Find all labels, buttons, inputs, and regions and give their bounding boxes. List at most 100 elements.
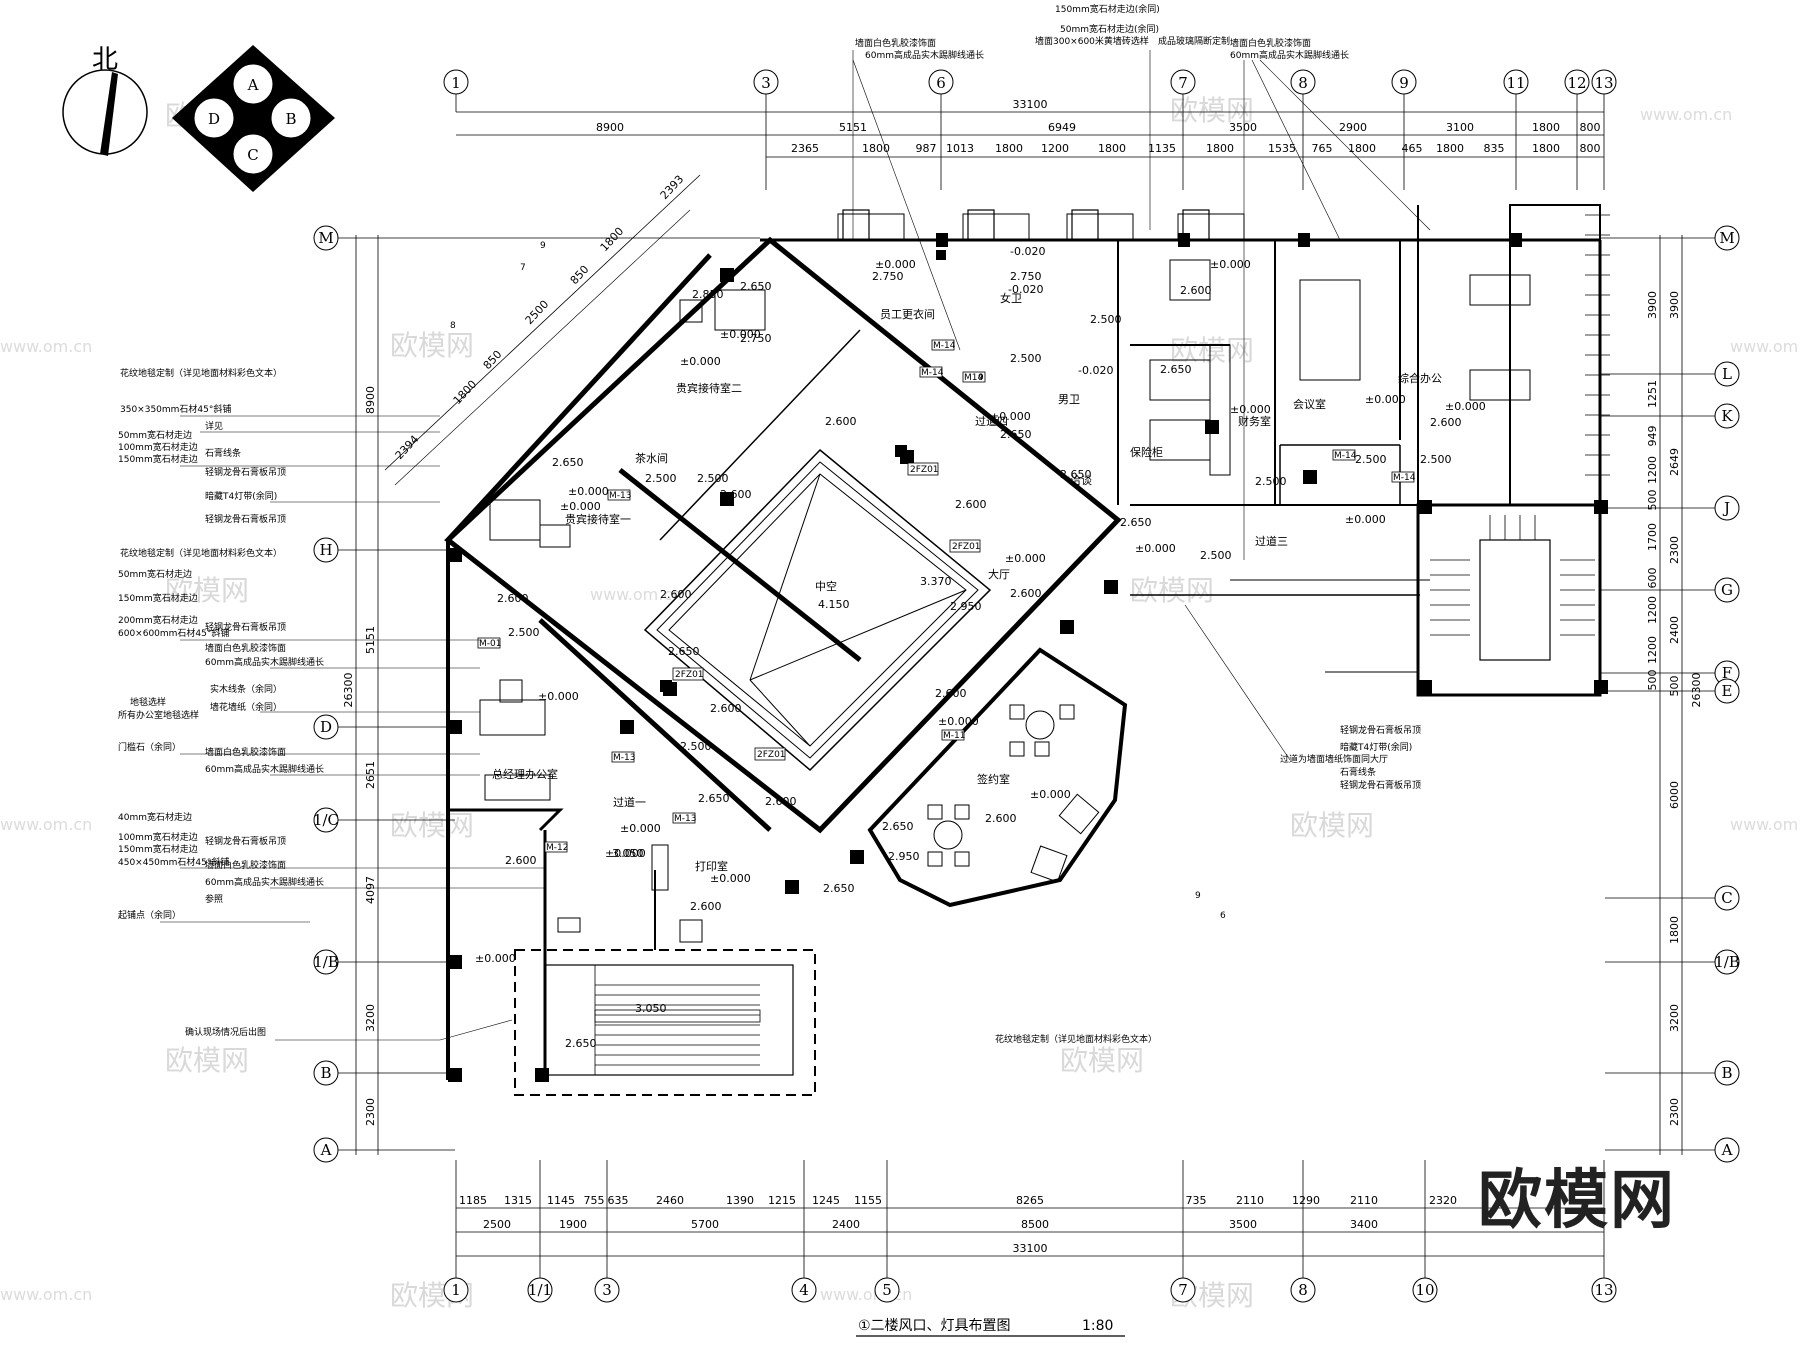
svg-text:M-14: M-14	[921, 368, 944, 378]
svg-text:3.370: 3.370	[920, 575, 952, 588]
svg-text:M-13: M-13	[613, 753, 635, 763]
room-label: 男卫	[1058, 393, 1080, 406]
svg-text:A: A	[247, 76, 259, 94]
svg-text:墙面白色乳胶漆饰面: 墙面白色乳胶漆饰面	[855, 37, 936, 49]
svg-text:1800: 1800	[1206, 142, 1234, 155]
svg-text:±0.000: ±0.000	[620, 822, 661, 835]
svg-text:635: 635	[608, 1194, 629, 1207]
watermark-url: www.om.cn	[1730, 337, 1800, 356]
svg-text:2.600: 2.600	[1010, 587, 1042, 600]
svg-text:2FZ01: 2FZ01	[757, 750, 786, 760]
svg-text:2FZ01: 2FZ01	[952, 542, 981, 552]
svg-text:1800: 1800	[995, 142, 1023, 155]
svg-text:J: J	[1722, 499, 1730, 517]
svg-text:M: M	[318, 229, 333, 247]
room-label: 过道三	[1255, 534, 1288, 548]
svg-text:2.650: 2.650	[1000, 428, 1032, 441]
svg-text:±0.000: ±0.000	[605, 847, 646, 860]
svg-text:门槛石（余同）: 门槛石（余同）	[118, 741, 181, 753]
svg-text:2.500: 2.500	[645, 472, 677, 485]
svg-text:835: 835	[1484, 142, 1505, 155]
svg-text:2.850: 2.850	[692, 288, 724, 301]
svg-text:暗藏T4灯带(余同): 暗藏T4灯带(余同)	[205, 490, 277, 502]
svg-text:987: 987	[916, 142, 937, 155]
svg-text:2.500: 2.500	[1010, 352, 1042, 365]
fixture-tags: 2FZ01 2FZ01 2FZ01 2FZ01 M-14 M-14 M14 M-…	[477, 250, 1416, 853]
svg-text:成品玻璃隔断定制: 成品玻璃隔断定制	[1158, 35, 1230, 47]
svg-text:H: H	[319, 541, 332, 559]
svg-text:1800: 1800	[1532, 142, 1560, 155]
svg-text:8900: 8900	[364, 386, 377, 414]
svg-text:100mm宽石材走边: 100mm宽石材走边	[118, 441, 198, 453]
svg-text:1: 1	[451, 1281, 461, 1299]
svg-text:墙面白色乳胶漆饰面: 墙面白色乳胶漆饰面	[205, 642, 286, 654]
svg-text:2649: 2649	[1668, 448, 1681, 476]
room-label: 茶水间	[635, 452, 668, 465]
svg-text:3.050: 3.050	[612, 847, 644, 860]
svg-text:2400: 2400	[1668, 616, 1681, 644]
watermark: 欧模网	[165, 1044, 249, 1077]
svg-text:60mm高成品实木踢脚线通长: 60mm高成品实木踢脚线通长	[865, 49, 984, 61]
building-walls	[384, 174, 1610, 1096]
north-arrow: 北	[62, 45, 148, 156]
svg-text:2.650: 2.650	[668, 645, 700, 658]
svg-text:M-14: M-14	[1393, 473, 1416, 483]
svg-text:C: C	[247, 146, 258, 164]
svg-text:G: G	[1721, 581, 1733, 599]
svg-text:2.650: 2.650	[823, 882, 855, 895]
watermark-url: www.om.cn	[590, 585, 682, 604]
svg-text:1135: 1135	[1148, 142, 1176, 155]
svg-text:B: B	[320, 1064, 331, 1082]
svg-text:L: L	[1722, 365, 1732, 383]
svg-text:60mm高成品实木踢脚线通长: 60mm高成品实木踢脚线通长	[205, 763, 324, 775]
watermark-url: www.om.cn	[1730, 815, 1800, 834]
watermark: 欧模网	[165, 574, 249, 607]
watermark: 欧模网	[1170, 94, 1254, 127]
svg-text:2320: 2320	[1429, 1194, 1457, 1207]
watermark-url: www.om.cn	[1640, 105, 1732, 124]
svg-text:M-14: M-14	[933, 341, 956, 351]
svg-text:M: M	[1719, 229, 1734, 247]
svg-text:7: 7	[1178, 74, 1188, 92]
room-label: 总经理办公室	[492, 767, 558, 781]
svg-text:5: 5	[882, 1281, 892, 1299]
watermark-layer: 欧模网 欧模网 欧模网 欧模网 欧模网 欧模网 欧模网 欧模网 欧模网 欧模网 …	[0, 94, 1800, 1312]
room-label: 大厅	[988, 567, 1010, 581]
notes-left: 花纹地毯定制（详见地面材料彩色文本） 350×350mm石材45°斜铺 详见 5…	[118, 367, 545, 923]
svg-text:B: B	[285, 110, 296, 128]
dimension-top: 33100 8900 5151 6949 3500 2900 3100 1800…	[456, 98, 1604, 158]
svg-text:800: 800	[1580, 142, 1601, 155]
svg-text:1900: 1900	[559, 1218, 587, 1231]
svg-text:50mm宽石材走边: 50mm宽石材走边	[118, 568, 192, 580]
watermark-url: www.om.cn	[0, 1285, 92, 1304]
svg-text:K: K	[1721, 407, 1733, 425]
svg-text:3500: 3500	[1229, 121, 1257, 134]
svg-text:1800: 1800	[598, 225, 627, 254]
svg-text:1200: 1200	[1041, 142, 1069, 155]
svg-text:8: 8	[450, 321, 456, 331]
svg-text:1800: 1800	[1348, 142, 1376, 155]
svg-text:2.750: 2.750	[1010, 270, 1042, 283]
svg-text:C: C	[1721, 889, 1732, 907]
svg-text:2.650: 2.650	[1060, 468, 1092, 481]
svg-text:2.500: 2.500	[508, 626, 540, 639]
svg-text:600: 600	[1646, 568, 1659, 589]
brand-watermark: 欧模网	[1478, 1164, 1676, 1238]
svg-text:11: 11	[1506, 74, 1525, 92]
svg-text:1290: 1290	[1292, 1194, 1320, 1207]
svg-text:850: 850	[481, 348, 505, 372]
svg-text:2.500: 2.500	[1355, 453, 1387, 466]
svg-text:2500: 2500	[483, 1218, 511, 1231]
svg-text:D: D	[208, 110, 220, 128]
svg-text:1200: 1200	[1646, 636, 1659, 664]
svg-text:1700: 1700	[1646, 523, 1659, 551]
svg-text:2.600: 2.600	[720, 488, 752, 501]
svg-text:±0.000: ±0.000	[720, 328, 761, 341]
svg-text:2.500: 2.500	[680, 740, 712, 753]
watermark: 欧模网	[1060, 1044, 1144, 1077]
axis-top: 1 3 6 7 8 9 11 12 13	[443, 69, 1617, 190]
svg-text:2500: 2500	[523, 298, 552, 327]
notes-bottom: 花纹地毯定制（详见地面材料彩色文本） 确认现场情况后出图	[185, 1019, 1157, 1045]
svg-text:2FZ01: 2FZ01	[675, 670, 704, 680]
